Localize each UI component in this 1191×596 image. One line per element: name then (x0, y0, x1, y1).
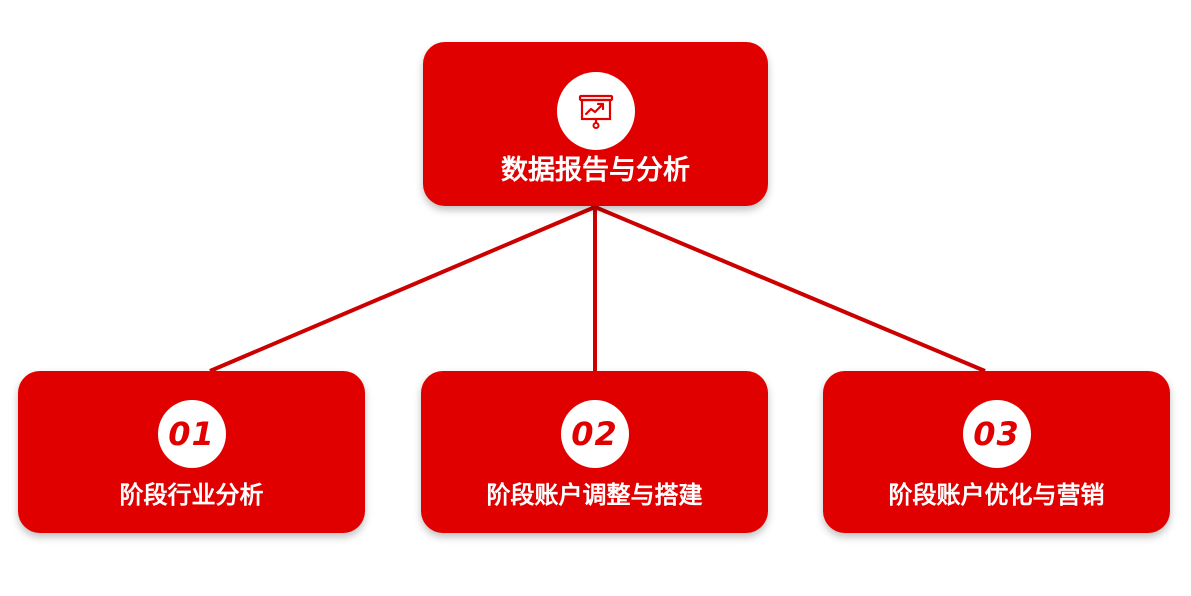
root-icon-circle (556, 72, 635, 150)
stage-number-circle: 01 (157, 400, 226, 468)
stage-number-circle: 03 (962, 400, 1031, 468)
root-title: 数据报告与分析 (501, 155, 690, 186)
stage-number: 02 (571, 415, 618, 453)
stage-number: 01 (168, 415, 215, 453)
presentation-chart-icon (578, 94, 613, 129)
stage-title: 阶段账户优化与营销 (888, 481, 1105, 509)
connector-line-3 (594, 205, 986, 373)
stage-node-2: 02 阶段账户调整与搭建 (421, 371, 768, 533)
stage-title: 阶段行业分析 (119, 481, 264, 509)
stage-number-circle: 02 (560, 400, 629, 468)
stage-number: 03 (973, 415, 1020, 453)
stage-node-3: 03 阶段账户优化与营销 (823, 371, 1170, 533)
stage-title: 阶段账户调整与搭建 (486, 481, 703, 509)
stage-node-1: 01 阶段行业分析 (18, 371, 365, 533)
root-node: 数据报告与分析 (423, 42, 768, 206)
connector-line-1 (209, 205, 596, 373)
